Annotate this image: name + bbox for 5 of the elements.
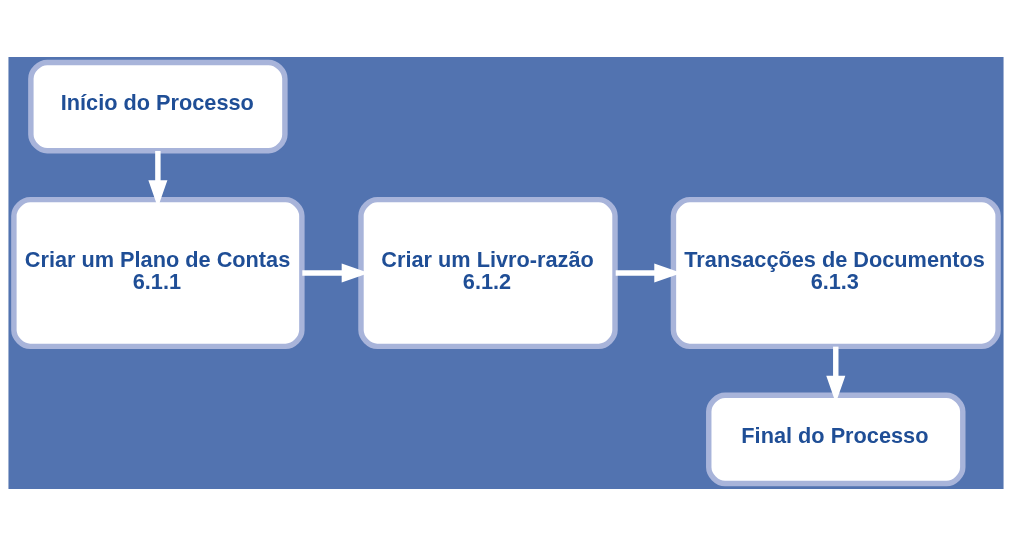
node-box: Criar um Livro-razão 6.1.2 (358, 196, 618, 349)
node-box: Final do Processo (706, 392, 966, 486)
node-box: Início do Processo (28, 59, 288, 153)
node-box: Transacções de Documentos 6.1.3 (670, 196, 1001, 349)
node-box: Criar um Plano de Contas 6.1.1 (11, 196, 305, 349)
